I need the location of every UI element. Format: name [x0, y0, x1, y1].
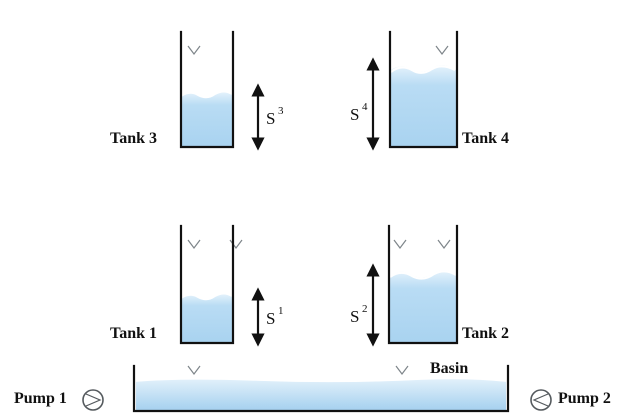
flow-arrow-icon: [393, 239, 407, 249]
basin-water: [136, 378, 506, 410]
tank-2-label: Tank 2: [462, 325, 509, 342]
tank-2: [387, 224, 459, 345]
tank-2-water: [390, 270, 456, 342]
s1-index: 1: [278, 305, 284, 317]
s1-label: S 1: [266, 305, 284, 328]
s3-index: 3: [278, 105, 284, 117]
basin-label: Basin: [430, 360, 468, 377]
tank-1: [179, 224, 235, 345]
pipe-cross-to-tank1: [234, 150, 402, 245]
pump-2-label: Pump 2: [558, 390, 611, 407]
flow-arrow-icon: [187, 239, 201, 249]
pipe-pump1-to-tank3: [91, 4, 196, 388]
pump-1: [82, 389, 104, 411]
tank-4-label: Tank 4: [462, 130, 509, 147]
s1-symbol: S: [266, 309, 275, 328]
flow-arrow-icon: [187, 45, 201, 55]
s2-index: 2: [362, 303, 368, 315]
s2-label: S 2: [350, 303, 368, 326]
tank-1-water: [181, 293, 232, 342]
tank-3-water: [181, 91, 232, 146]
tank-1-label: Tank 1: [110, 325, 157, 342]
pump-2: [530, 389, 552, 411]
tank-4: [388, 30, 459, 149]
pipe-pump2-to-tank4: [440, 4, 543, 388]
tank-3-label: Tank 3: [110, 130, 157, 147]
s4-label: S 4: [350, 101, 368, 124]
pipe-cross-to-tank2: [230, 150, 402, 245]
s3-label: S 3: [266, 105, 284, 128]
pipe-network: [91, 4, 543, 402]
flow-arrow-icon: [395, 365, 409, 375]
s4-symbol: S: [350, 105, 359, 124]
flow-arrow-icon: [435, 45, 449, 55]
s2-symbol: S: [350, 307, 359, 326]
flow-arrow-icon: [187, 365, 201, 375]
flow-arrow-icon: [437, 239, 451, 249]
s4-index: 4: [362, 101, 368, 113]
tank-3: [179, 30, 235, 149]
tank-4-water: [391, 65, 456, 146]
basin: [132, 364, 510, 413]
s3-symbol: S: [266, 109, 275, 128]
pump-1-label: Pump 1: [14, 390, 67, 407]
